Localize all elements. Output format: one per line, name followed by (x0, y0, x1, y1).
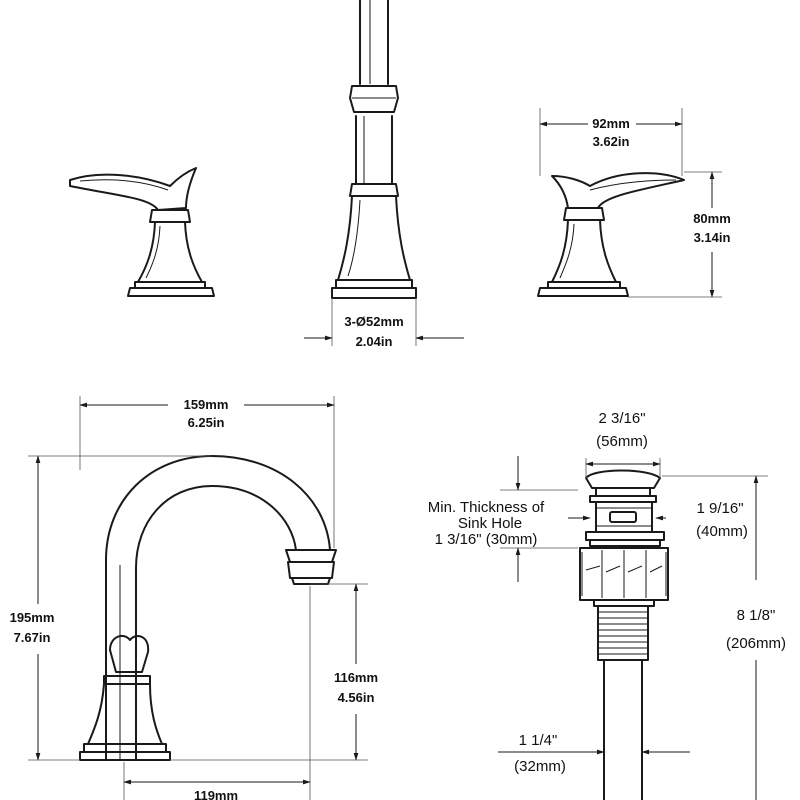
right-handle-drawing (537, 172, 685, 297)
handle-height-dimension: 80mm 3.14in (628, 171, 731, 298)
sink-hole-dimension: Min. Thickness of Sink Hole 1 3/16" (30m… (428, 456, 591, 582)
spout-reach-in: 6.25in (188, 415, 225, 430)
drain-top-width-dimension: 2 3/16" (56mm) (585, 410, 661, 478)
left-handle-drawing (69, 167, 215, 297)
drain-tail-width-mm: (32mm) (514, 758, 566, 775)
drain-drawing (579, 469, 669, 800)
base-spread-mm: 119mm (194, 788, 238, 800)
spout-reach-dimension: 159mm 6.25in (79, 396, 335, 548)
drain-height-mm: (206mm) (726, 635, 786, 652)
spout-reach-mm: 159mm (184, 397, 229, 412)
spout-clearance-dimension: 116mm 4.56in (170, 583, 378, 761)
drain-tail-width-in: 1 1/4" (519, 732, 558, 749)
handle-width-in: 3.62in (593, 134, 630, 149)
sink-hole-line3: 1 3/16" (30mm) (435, 531, 538, 548)
spout-side-drawing (79, 455, 337, 761)
drain-height-in: 8 1/8" (737, 607, 776, 624)
handle-height-in: 3.14in (694, 230, 731, 245)
sink-hole-line2: Sink Hole (458, 515, 522, 532)
spout-clearance-mm: 116mm (334, 670, 378, 685)
drain-tail-width-dimension: 1 1/4" (32mm) (498, 732, 690, 775)
handle-width-mm: 92mm (592, 116, 630, 131)
drain-top-width-mm: (56mm) (596, 433, 648, 450)
base-diameter-in: 2.04in (356, 334, 393, 349)
base-spread-dimension: 119mm (123, 586, 311, 800)
spout-clearance-in: 4.56in (338, 690, 375, 705)
drain-height-dimension: 8 1/8" (206mm) (662, 475, 786, 800)
base-diameter-dimension: 3-Ø52mm 2.04in (304, 298, 464, 349)
drain-thread-width-in: 1 9/16" (696, 500, 743, 517)
sink-hole-line1: Min. Thickness of (428, 499, 545, 516)
base-diameter-mm: 3-Ø52mm (344, 314, 403, 329)
total-height-in: 7.67in (14, 630, 51, 645)
handle-height-mm: 80mm (693, 211, 731, 226)
spout-front-drawing (331, 0, 417, 299)
total-height-dimension: 195mm 7.67in (10, 455, 212, 761)
drain-top-width-in: 2 3/16" (598, 410, 645, 427)
drain-thread-width-mm: (40mm) (696, 523, 748, 540)
drain-thread-width-dimension: 1 9/16" (40mm) (655, 500, 748, 540)
total-height-mm: 195mm (10, 610, 55, 625)
handle-width-dimension: 92mm 3.62in (539, 108, 683, 176)
